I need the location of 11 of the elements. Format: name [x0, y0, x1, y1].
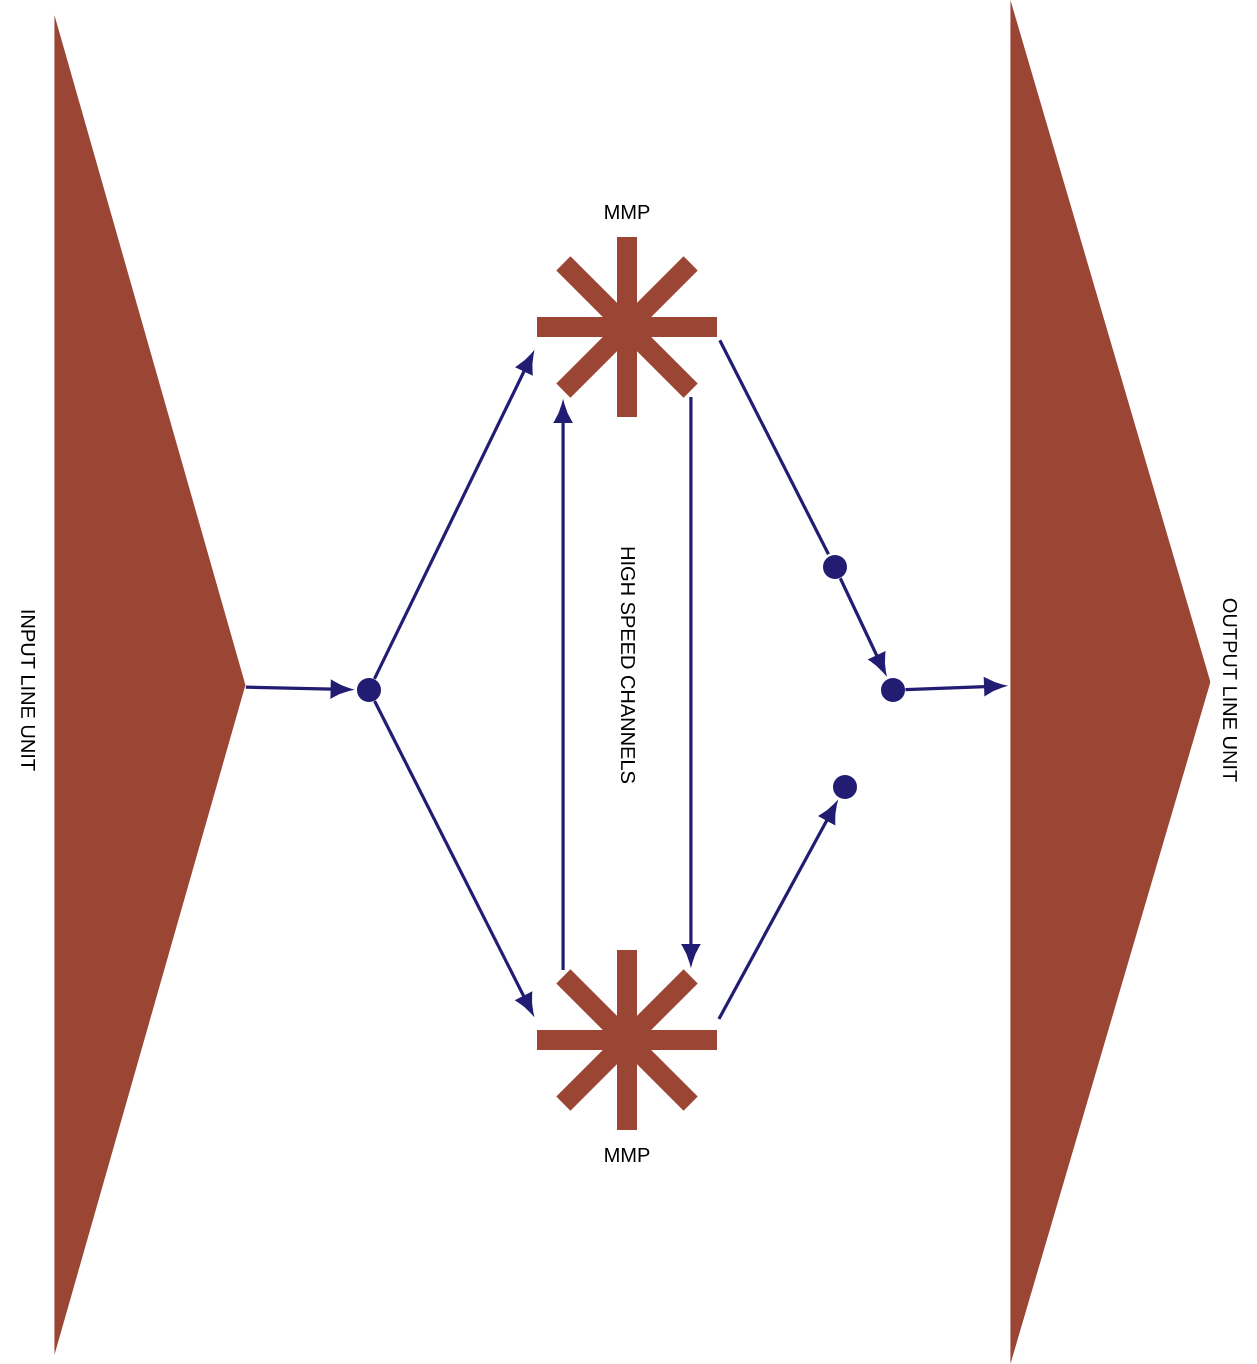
unit-label: OUTPUT LINE UNIT	[1222, 598, 1238, 782]
arrow	[373, 353, 534, 680]
junction-dot	[881, 678, 905, 702]
node-label: MMP	[605, 205, 650, 219]
arrow	[373, 700, 534, 1014]
junction-dot	[357, 678, 381, 702]
node-label: MMP	[605, 1148, 650, 1162]
junction-dot	[823, 555, 847, 579]
unit-label: INPUT LINE UNIT	[21, 610, 35, 771]
junction-dot	[833, 775, 857, 799]
channel-label: HIGH SPEED CHANNELS	[620, 547, 636, 783]
